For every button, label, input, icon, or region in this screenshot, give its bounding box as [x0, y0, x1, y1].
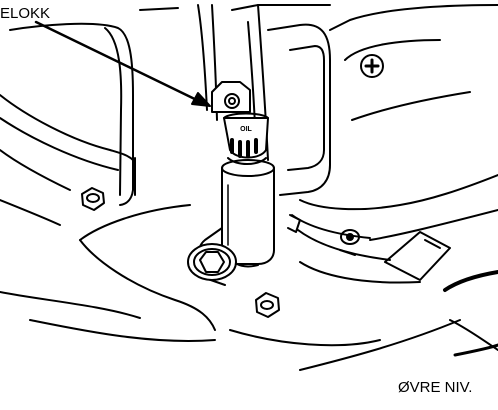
phillips-screw: [361, 55, 383, 77]
mount-bolt: [341, 230, 359, 244]
cap-label: ELOKK: [0, 5, 51, 22]
engine-cover-left: [0, 5, 217, 318]
hex-bolt-center: [256, 293, 279, 317]
cap-marking-text: OIL: [240, 126, 252, 133]
upper-level-line: [445, 272, 498, 290]
base-plate: [30, 205, 498, 370]
oil-filler-assembly: [188, 82, 300, 285]
engine-block-right: [232, 5, 498, 283]
cap-leader-line: [36, 22, 210, 106]
hex-bolt-left: [82, 188, 104, 210]
level-marker-plate: [385, 232, 450, 280]
upper-level-label: ØVRE NIV.: [398, 379, 473, 396]
cap-marking-wrap: OIL: [240, 126, 252, 133]
level-leader-line: [455, 345, 498, 355]
